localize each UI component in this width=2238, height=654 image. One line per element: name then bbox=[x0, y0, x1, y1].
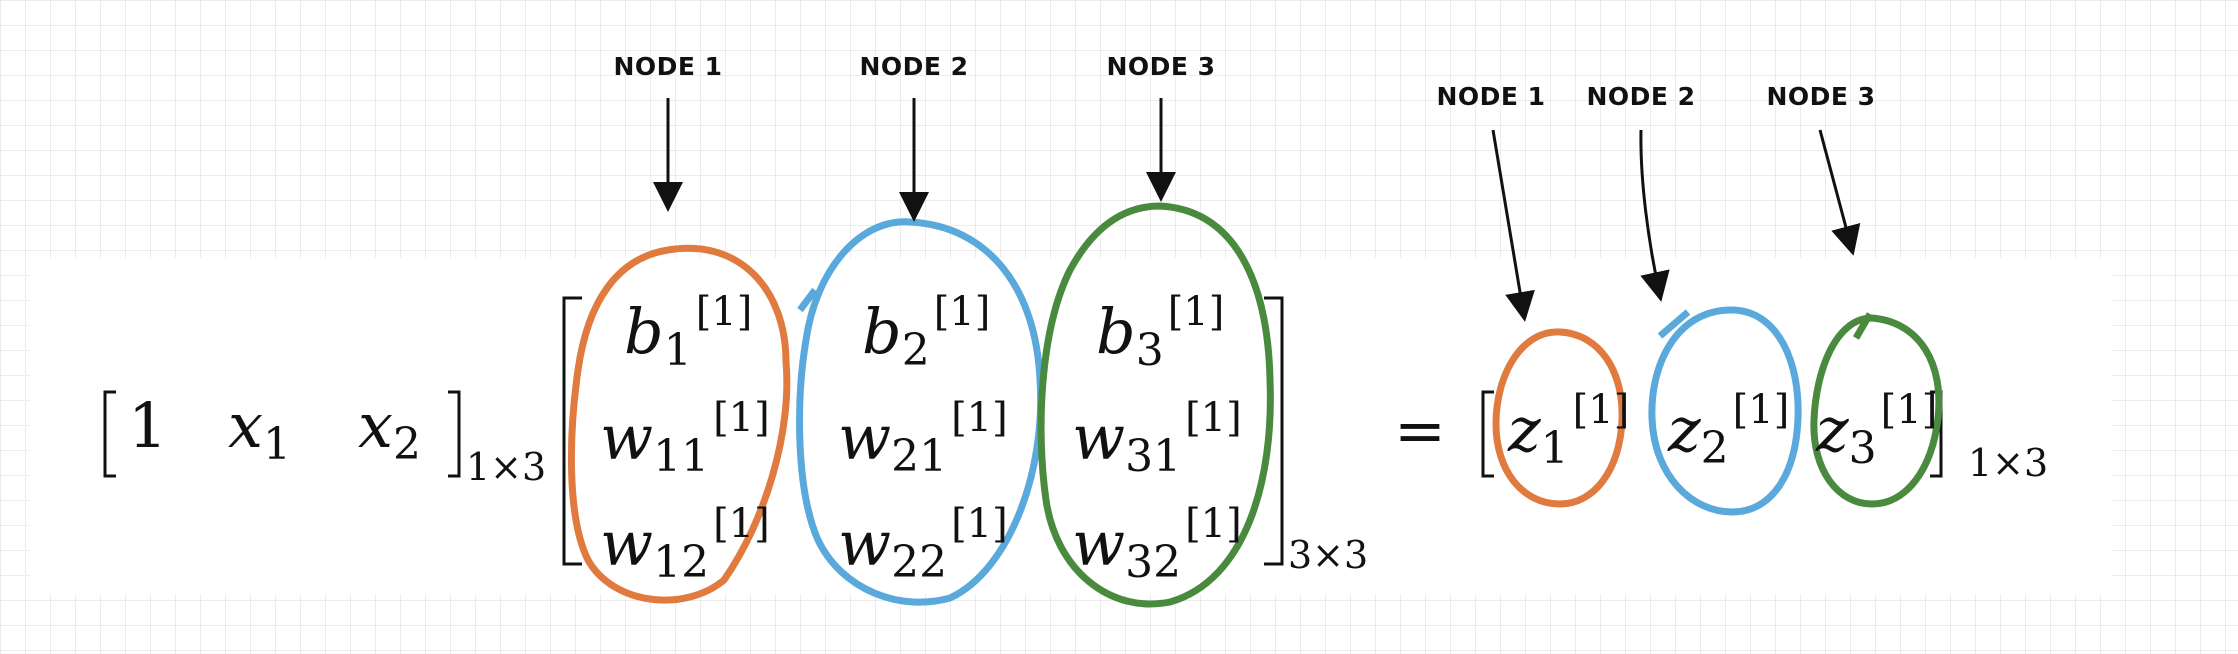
node2-label-left: NODE 2 bbox=[859, 52, 969, 81]
node3-label-left: NODE 3 bbox=[1106, 52, 1216, 81]
matrix-cell-w32: w32[1] bbox=[1072, 501, 1242, 588]
node1-label-left: NODE 1 bbox=[613, 52, 723, 81]
input-entry-x2: x2 bbox=[358, 389, 421, 470]
input-right-bracket bbox=[448, 390, 461, 478]
matrix-right-bracket bbox=[1264, 296, 1284, 566]
matrix-left-bracket bbox=[562, 296, 582, 566]
equation-band bbox=[30, 258, 2112, 594]
node3-column-circle bbox=[1037, 202, 1274, 608]
node3-label-right: NODE 3 bbox=[1766, 82, 1876, 111]
node2-label-right: NODE 2 bbox=[1586, 82, 1696, 111]
input-entry-1: 1 bbox=[128, 389, 168, 462]
matrix-cell-w31: w31[1] bbox=[1072, 395, 1242, 482]
arrow-node2-right bbox=[1639, 129, 1670, 302]
output-dimension: 1×3 bbox=[1968, 441, 2049, 485]
output-left-bracket bbox=[1481, 390, 1494, 478]
node1-output-circle bbox=[1492, 328, 1626, 508]
arrow-node3-right bbox=[1818, 129, 1861, 256]
output-z1: z1[1] bbox=[1508, 387, 1630, 474]
arrow-node1-right bbox=[1491, 129, 1535, 322]
node2-output-circle bbox=[1648, 306, 1802, 516]
matrix-cell-w11: w11[1] bbox=[600, 395, 770, 482]
matrix-cell-w22: w22[1] bbox=[838, 501, 1008, 588]
input-dimension: 1×3 bbox=[466, 445, 547, 489]
node3-output-circle bbox=[1810, 312, 1943, 508]
output-z3: z3[1] bbox=[1816, 387, 1938, 474]
matrix-cell-w12: w12[1] bbox=[600, 501, 770, 588]
input-left-bracket bbox=[103, 390, 116, 478]
output-z2: z2[1] bbox=[1668, 387, 1790, 474]
equals-sign: = bbox=[1394, 394, 1446, 467]
node2-column-circle bbox=[796, 218, 1045, 606]
node1-label-right: NODE 1 bbox=[1436, 82, 1546, 111]
matrix-cell-b3: b3[1] bbox=[1096, 289, 1225, 376]
input-entry-x1: x1 bbox=[228, 389, 291, 470]
matrix-cell-b2: b2[1] bbox=[862, 289, 991, 376]
matrix-cell-w21: w21[1] bbox=[838, 395, 1008, 482]
matrix-cell-b1: b1[1] bbox=[624, 289, 753, 376]
node1-column-circle bbox=[567, 244, 791, 604]
matrix-dimension: 3×3 bbox=[1288, 533, 1369, 577]
